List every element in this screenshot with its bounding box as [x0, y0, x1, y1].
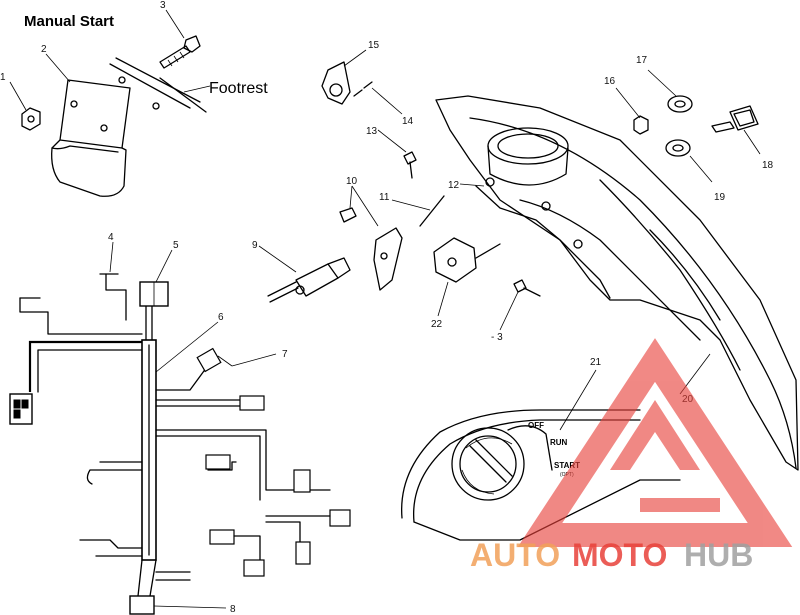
bolt [159, 35, 201, 69]
watermark-auto: AUTO [470, 537, 560, 573]
clip [321, 61, 373, 105]
callout-17: 17 [636, 55, 648, 66]
callout-2: 2 [41, 44, 47, 55]
leader-9 [258, 245, 297, 273]
bracket [339, 207, 403, 291]
footrest-pad [51, 76, 160, 197]
callout-3b: - 3 [491, 332, 503, 343]
callout-8: 8 [230, 604, 236, 615]
callout-9: 9 [252, 240, 258, 251]
callout-3: 3 [160, 0, 166, 11]
watermark-hub: HUB [684, 537, 753, 573]
watermark-text: AUTO MOTO HUB [470, 537, 753, 573]
callout-14: 14 [402, 116, 414, 127]
rod [419, 195, 445, 227]
watermark-logo [517, 338, 793, 547]
callout-11: 11 [379, 192, 390, 203]
small-screw [513, 279, 541, 297]
cable-switch [267, 257, 351, 303]
switch-pos-start: START [554, 461, 580, 470]
callout-22: 22 [431, 319, 443, 330]
callout-21: 21 [590, 357, 602, 368]
callout-4: 4 [108, 232, 114, 243]
callout-6: 6 [218, 312, 224, 323]
footrest-plate [109, 57, 211, 113]
callout-12: 12 [448, 180, 460, 191]
callout-19: 19 [714, 192, 726, 203]
grommet-nut-key [633, 95, 759, 157]
diagram-title: Manual Start [24, 13, 114, 30]
switch-pos-off: OFF [528, 421, 544, 430]
key-switch [433, 237, 501, 283]
callout-7: 7 [282, 349, 288, 360]
screw [403, 151, 417, 179]
callout-10: 10 [346, 176, 358, 187]
callout-16: 16 [604, 76, 616, 87]
switch-pos-run: RUN [550, 438, 568, 447]
wiring-harness [9, 273, 351, 615]
leaders-top-left [9, 9, 185, 111]
watermark-moto: MOTO [572, 537, 667, 573]
callout-18: 18 [762, 160, 774, 171]
callout-1: 1 [0, 72, 6, 83]
console-cover [435, 95, 799, 471]
switch-plate [401, 409, 681, 541]
callout-13: 13 [366, 126, 378, 137]
callout-15: 15 [368, 40, 380, 51]
leaders-harness [109, 241, 277, 609]
leader-10 [351, 185, 379, 227]
callout-5: 5 [173, 240, 179, 251]
nut [21, 107, 41, 131]
footrest-label: Footrest [209, 80, 268, 97]
